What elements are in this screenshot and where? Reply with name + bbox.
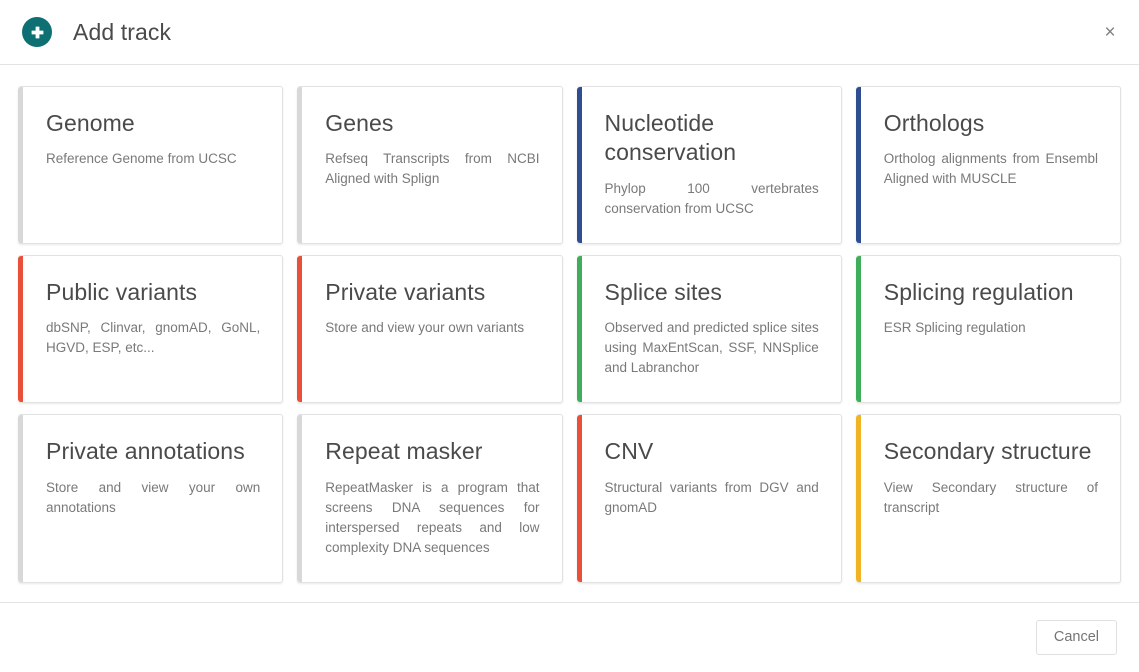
card-description: View Secondary structure of transcript [883,479,1098,515]
card-description: RepeatMasker is a program that screens D… [325,479,540,555]
track-card-genome[interactable]: Genome Reference Genome from UCSC [18,86,284,244]
card-accent-stripe [576,415,582,582]
track-card-grid: Genome Reference Genome from UCSC Genes … [18,86,1121,583]
track-card-private-annotations[interactable]: Private annotations Store and view your … [18,414,284,583]
card-description: Reference Genome from UCSC [46,151,237,167]
card-accent-stripe [18,415,23,582]
card-accent-stripe [855,87,861,243]
track-card-repeat-masker[interactable]: Repeat masker RepeatMasker is a program … [297,414,563,583]
card-accent-stripe [18,256,23,403]
track-card-private-variants[interactable]: Private variants Store and view your own… [297,255,563,404]
card-accent-stripe [297,415,303,582]
card-description: Refseq Transcripts from NCBI Aligned wit… [325,151,540,187]
card-description: Structural variants from DGV and gnomAD [604,479,819,515]
close-icon[interactable]: × [1095,17,1125,47]
dialog-header: Add track × [0,0,1139,65]
card-description: Phylop 100 vertebrates conservation from… [604,180,819,216]
card-accent-stripe [18,87,23,243]
card-title: CNV [604,438,654,465]
card-accent-stripe [576,87,582,243]
card-accent-stripe [855,415,861,582]
card-description: Observed and predicted splice sites usin… [604,320,819,376]
card-description: Store and view your own annotations [46,479,261,515]
card-accent-stripe [297,87,303,243]
dialog-body: Genome Reference Genome from UCSC Genes … [0,65,1139,602]
card-description: dbSNP, Clinvar, gnomAD, GoNL, HGVD, ESP,… [46,320,261,356]
track-card-nucleotide-conservation[interactable]: Nucleotide conservation Phylop 100 verte… [576,86,842,244]
card-title: Splicing regulation [883,279,1074,305]
card-description: Store and view your own variants [325,320,525,336]
track-card-secondary-structure[interactable]: Secondary structure View Secondary struc… [855,414,1121,583]
card-title: Nucleotide conservation [604,110,737,166]
cancel-button[interactable]: Cancel [1035,619,1117,656]
plus-circle-icon [22,17,52,47]
track-card-genes[interactable]: Genes Refseq Transcripts from NCBI Align… [297,86,563,244]
dialog-footer: Cancel [0,602,1139,672]
page-title: Add track [73,18,172,45]
track-card-splice-sites[interactable]: Splice sites Observed and predicted spli… [576,255,842,404]
track-card-public-variants[interactable]: Public variants dbSNP, Clinvar, gnomAD, … [18,255,284,404]
card-description: ESR Splicing regulation [883,320,1026,336]
track-card-orthologs[interactable]: Orthologs Ortholog alignments from Ensem… [855,86,1121,244]
card-title: Genome [46,110,135,136]
track-card-splicing-regulation[interactable]: Splicing regulation ESR Splicing regulat… [855,255,1121,404]
card-title: Private variants [325,279,486,305]
card-accent-stripe [576,256,582,403]
card-title: Repeat masker [325,438,483,465]
card-accent-stripe [297,256,303,403]
card-title: Secondary structure [883,438,1092,465]
card-title: Orthologs [883,110,985,136]
card-title: Splice sites [604,279,723,305]
card-description: Ortholog alignments from Ensembl Aligned… [883,151,1098,187]
card-title: Genes [325,110,394,136]
card-accent-stripe [855,256,861,403]
track-card-cnv[interactable]: CNV Structural variants from DGV and gno… [576,414,842,583]
card-title: Public variants [46,279,198,305]
card-title: Private annotations [46,438,245,465]
